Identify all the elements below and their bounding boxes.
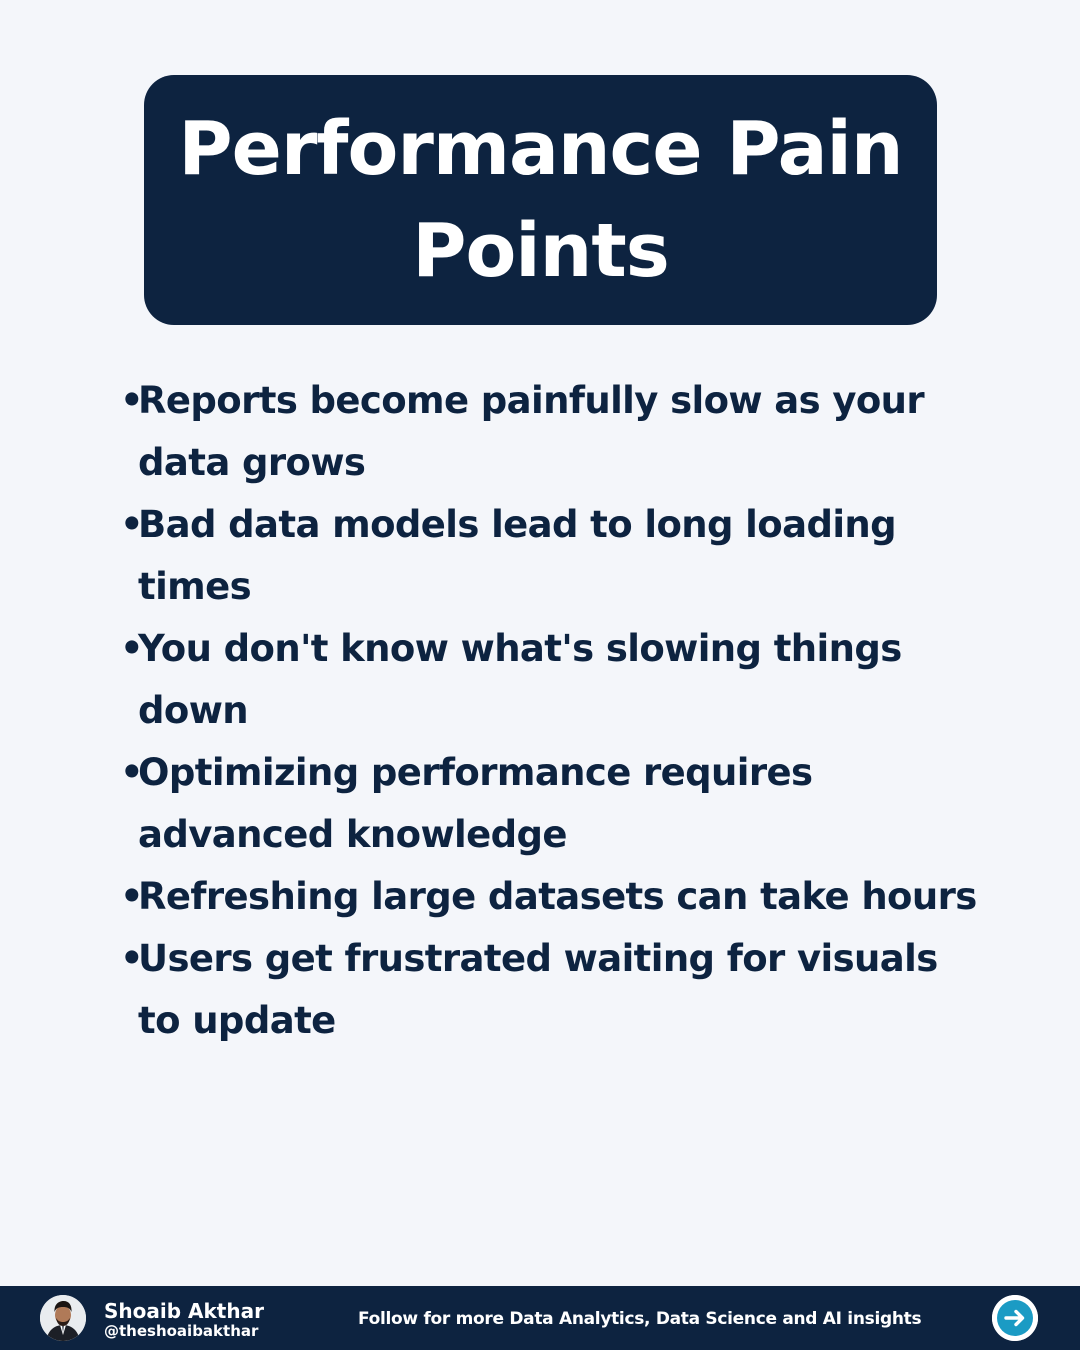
bullet-text: Users get frustrated waiting for visuals…	[138, 937, 938, 1042]
author-handle: @theshoaibakthar	[104, 1322, 259, 1340]
avatar	[40, 1295, 86, 1341]
bullet-dot: •	[120, 627, 144, 670]
arrow-right-circle-icon	[992, 1295, 1038, 1341]
bullet-text: Refreshing large datasets can take hours	[138, 875, 977, 918]
page-title: Performance Pain Points	[178, 98, 903, 302]
bullet-item: • Users get frustrated waiting for visua…	[120, 928, 980, 1052]
bullet-text: Optimizing performance requires advanced…	[138, 751, 813, 856]
bullet-dot: •	[120, 503, 144, 546]
page-title-line-2: Points	[412, 208, 670, 294]
bullet-text: Reports become painfully slow as your da…	[138, 379, 925, 484]
bullet-list: • Reports become painfully slow as your …	[120, 370, 980, 1052]
bullet-text: Bad data models lead to long loading tim…	[138, 503, 897, 608]
bullet-item: • You don't know what's slowing things d…	[120, 618, 980, 742]
next-slide-button[interactable]	[992, 1295, 1038, 1341]
bullet-item: • Reports become painfully slow as your …	[120, 370, 980, 494]
bullet-item: • Optimizing performance requires advanc…	[120, 742, 980, 866]
bullet-dot: •	[120, 379, 144, 422]
bullet-item: • Bad data models lead to long loading t…	[120, 494, 980, 618]
page-title-line-1: Performance Pain	[178, 106, 903, 192]
bullet-dot: •	[120, 937, 144, 980]
bullet-dot: •	[120, 875, 144, 918]
title-card: Performance Pain Points	[144, 75, 937, 325]
footer-bar: Shoaib Akthar @theshoaibakthar Follow fo…	[0, 1286, 1080, 1350]
author-name: Shoaib Akthar	[104, 1299, 264, 1323]
bullet-dot: •	[120, 751, 144, 794]
follow-cta-text: Follow for more Data Analytics, Data Sci…	[358, 1309, 922, 1329]
avatar-portrait-icon	[40, 1295, 86, 1341]
bullet-item: • Refreshing large datasets can take hou…	[120, 866, 980, 928]
bullet-text: You don't know what's slowing things dow…	[138, 627, 902, 732]
